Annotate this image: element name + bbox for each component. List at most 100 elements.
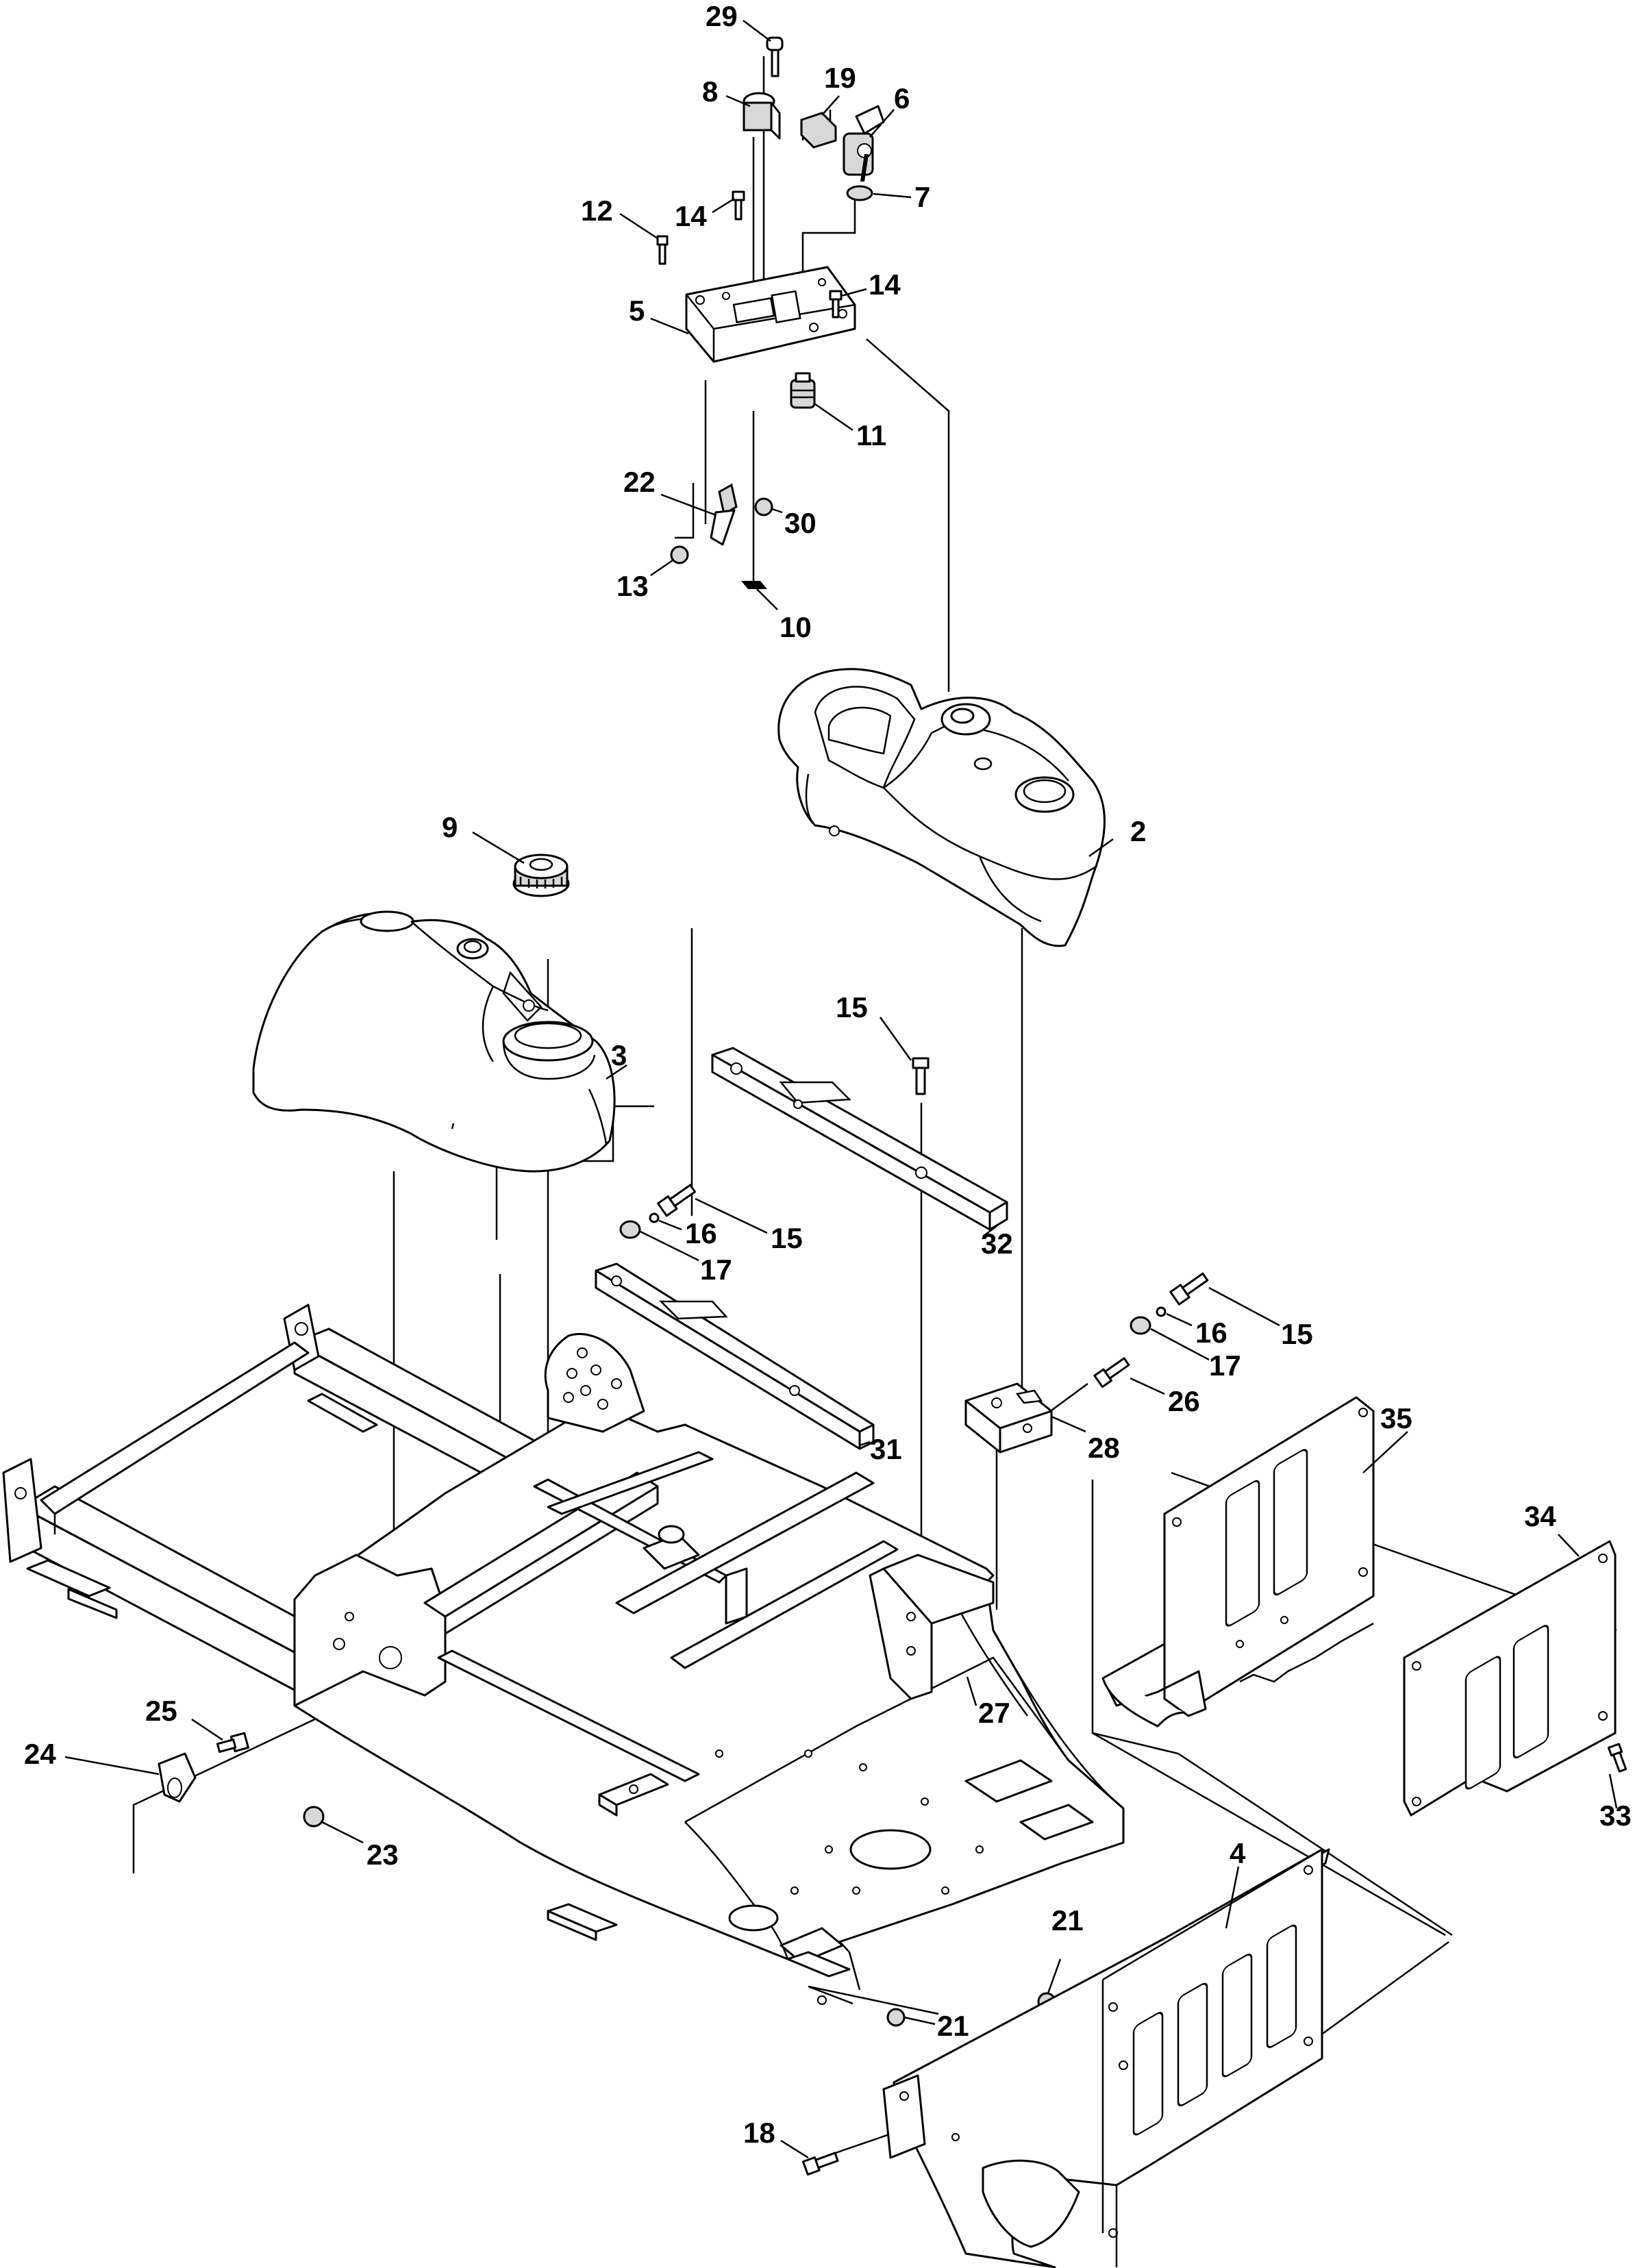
callout-27: 27 bbox=[966, 1676, 1010, 1729]
svg-text:15: 15 bbox=[836, 991, 868, 1023]
screw-14a bbox=[732, 190, 745, 221]
callout-28: 28 bbox=[1051, 1415, 1120, 1464]
screw-12 bbox=[656, 235, 669, 265]
svg-text:5: 5 bbox=[629, 295, 645, 327]
bracket-32 bbox=[711, 1047, 1008, 1231]
svg-text:6: 6 bbox=[894, 82, 910, 114]
svg-text:22: 22 bbox=[623, 466, 656, 498]
svg-text:25: 25 bbox=[145, 1695, 177, 1727]
washer-16b bbox=[1156, 1306, 1167, 1317]
bracket-31 bbox=[595, 1262, 875, 1450]
washer-17a bbox=[619, 1220, 641, 1239]
bolt-15b bbox=[657, 1184, 697, 1217]
svg-text:13: 13 bbox=[616, 570, 649, 602]
callout-35: 35 bbox=[1362, 1402, 1412, 1473]
callout-14b: 14 bbox=[840, 269, 901, 301]
callout-33: 33 bbox=[1599, 1773, 1632, 1832]
nut-30 bbox=[754, 497, 773, 516]
callout-10: 10 bbox=[756, 588, 812, 643]
svg-text:34: 34 bbox=[1524, 1500, 1556, 1532]
callout-14a: 14 bbox=[675, 197, 735, 232]
bolt-26 bbox=[1093, 1357, 1130, 1388]
bolt-25 bbox=[216, 1732, 249, 1753]
svg-text:24: 24 bbox=[24, 1738, 56, 1770]
callout-7: 7 bbox=[873, 181, 930, 213]
bolt-15a bbox=[912, 1057, 930, 1095]
callout-3: 3 bbox=[606, 1039, 627, 1080]
svg-text:11: 11 bbox=[856, 419, 886, 451]
svg-text:30: 30 bbox=[784, 507, 816, 539]
callout-24: 24 bbox=[24, 1738, 160, 1775]
bolt-15c bbox=[1169, 1272, 1209, 1306]
svg-text:21: 21 bbox=[1051, 1904, 1084, 1936]
svg-text:15: 15 bbox=[771, 1222, 803, 1254]
callout-9: 9 bbox=[442, 811, 525, 864]
callout-18: 18 bbox=[743, 2117, 809, 2159]
callout-34: 34 bbox=[1524, 1500, 1580, 1557]
bracket-28 bbox=[964, 1382, 1053, 1454]
svg-text:21: 21 bbox=[937, 2010, 969, 2042]
svg-text:16: 16 bbox=[1195, 1317, 1227, 1349]
svg-text:3: 3 bbox=[611, 1039, 627, 1071]
main-frame bbox=[2, 1304, 1125, 2005]
switch-11 bbox=[790, 372, 816, 409]
svg-text:8: 8 bbox=[702, 75, 718, 108]
svg-text:17: 17 bbox=[1209, 1349, 1241, 1382]
callouts: 29 8 19 6 7 12 14 14 bbox=[24, 0, 1632, 2159]
callout-15a: 15 bbox=[836, 991, 912, 1061]
callout-16a: 16 bbox=[658, 1217, 717, 1249]
nut-23 bbox=[303, 1806, 325, 1828]
callout-32: 32 bbox=[981, 1225, 1013, 1260]
svg-text:15: 15 bbox=[1281, 1318, 1313, 1350]
nut-7 bbox=[846, 185, 873, 201]
svg-text:16: 16 bbox=[685, 1217, 717, 1249]
callout-17a: 17 bbox=[640, 1230, 732, 1286]
svg-text:31: 31 bbox=[870, 1433, 902, 1465]
callout-8: 8 bbox=[702, 75, 751, 108]
panel-4 bbox=[882, 1848, 1330, 2268]
fuel-tank-right bbox=[777, 668, 1106, 947]
callout-15b: 15 bbox=[695, 1197, 803, 1254]
callout-30: 30 bbox=[771, 507, 816, 539]
callout-16b: 16 bbox=[1166, 1312, 1227, 1349]
svg-text:9: 9 bbox=[442, 811, 458, 843]
plug-19 bbox=[800, 112, 837, 149]
ignition-switch-6 bbox=[843, 105, 885, 182]
callout-12: 12 bbox=[581, 195, 658, 240]
fuel-cap-9 bbox=[512, 853, 570, 897]
bolt-18 bbox=[801, 2152, 839, 2176]
clip-10 bbox=[741, 581, 767, 589]
svg-text:19: 19 bbox=[824, 62, 856, 94]
callout-15c: 15 bbox=[1208, 1286, 1313, 1350]
svg-text:35: 35 bbox=[1380, 1402, 1412, 1434]
svg-text:29: 29 bbox=[706, 0, 738, 32]
nut-13 bbox=[670, 545, 689, 564]
fuel-tank-left bbox=[252, 910, 616, 1173]
svg-text:7: 7 bbox=[914, 181, 930, 213]
svg-text:17: 17 bbox=[700, 1254, 732, 1286]
svg-text:32: 32 bbox=[981, 1228, 1013, 1260]
washer-16a bbox=[649, 1212, 660, 1223]
callout-17b: 17 bbox=[1150, 1328, 1241, 1382]
svg-text:14: 14 bbox=[869, 269, 901, 301]
key-switch-8 bbox=[743, 92, 781, 140]
svg-text:27: 27 bbox=[978, 1697, 1010, 1729]
washer-17b bbox=[1130, 1316, 1151, 1335]
callout-23: 23 bbox=[321, 1821, 399, 1871]
svg-text:10: 10 bbox=[780, 611, 812, 643]
callout-22: 22 bbox=[623, 466, 716, 516]
svg-text:18: 18 bbox=[743, 2117, 775, 2149]
callout-6: 6 bbox=[869, 82, 910, 138]
svg-text:33: 33 bbox=[1599, 1799, 1632, 1832]
svg-text:4: 4 bbox=[1230, 1837, 1246, 1869]
dash-panel-group bbox=[656, 36, 885, 589]
callout-25: 25 bbox=[145, 1695, 223, 1741]
svg-text:2: 2 bbox=[1130, 815, 1146, 847]
callout-5: 5 bbox=[629, 295, 689, 335]
svg-text:12: 12 bbox=[581, 195, 613, 227]
callout-26: 26 bbox=[1130, 1377, 1200, 1417]
svg-text:28: 28 bbox=[1088, 1432, 1120, 1464]
svg-text:26: 26 bbox=[1168, 1385, 1200, 1417]
screw-33 bbox=[1607, 1743, 1628, 1773]
